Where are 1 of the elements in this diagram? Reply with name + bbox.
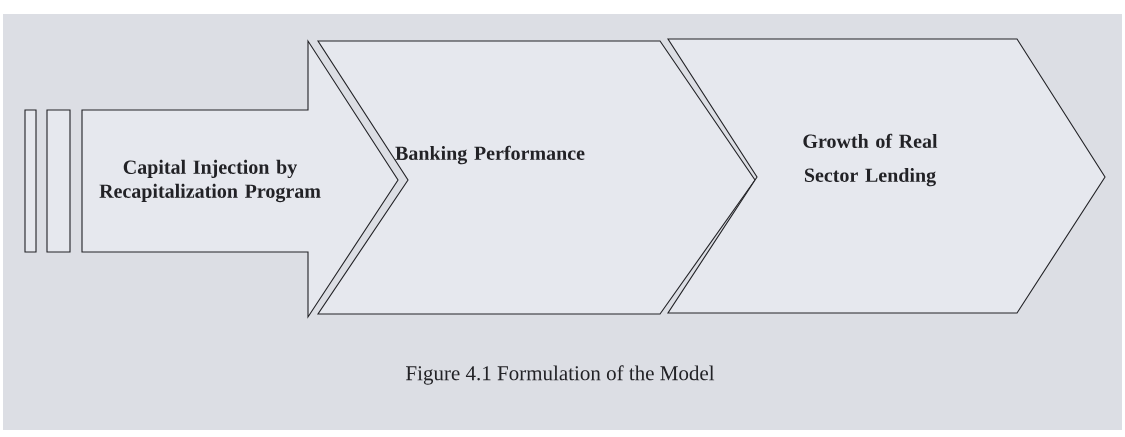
- caption: Figure 4.1 Formulation of the Model: [406, 365, 715, 385]
